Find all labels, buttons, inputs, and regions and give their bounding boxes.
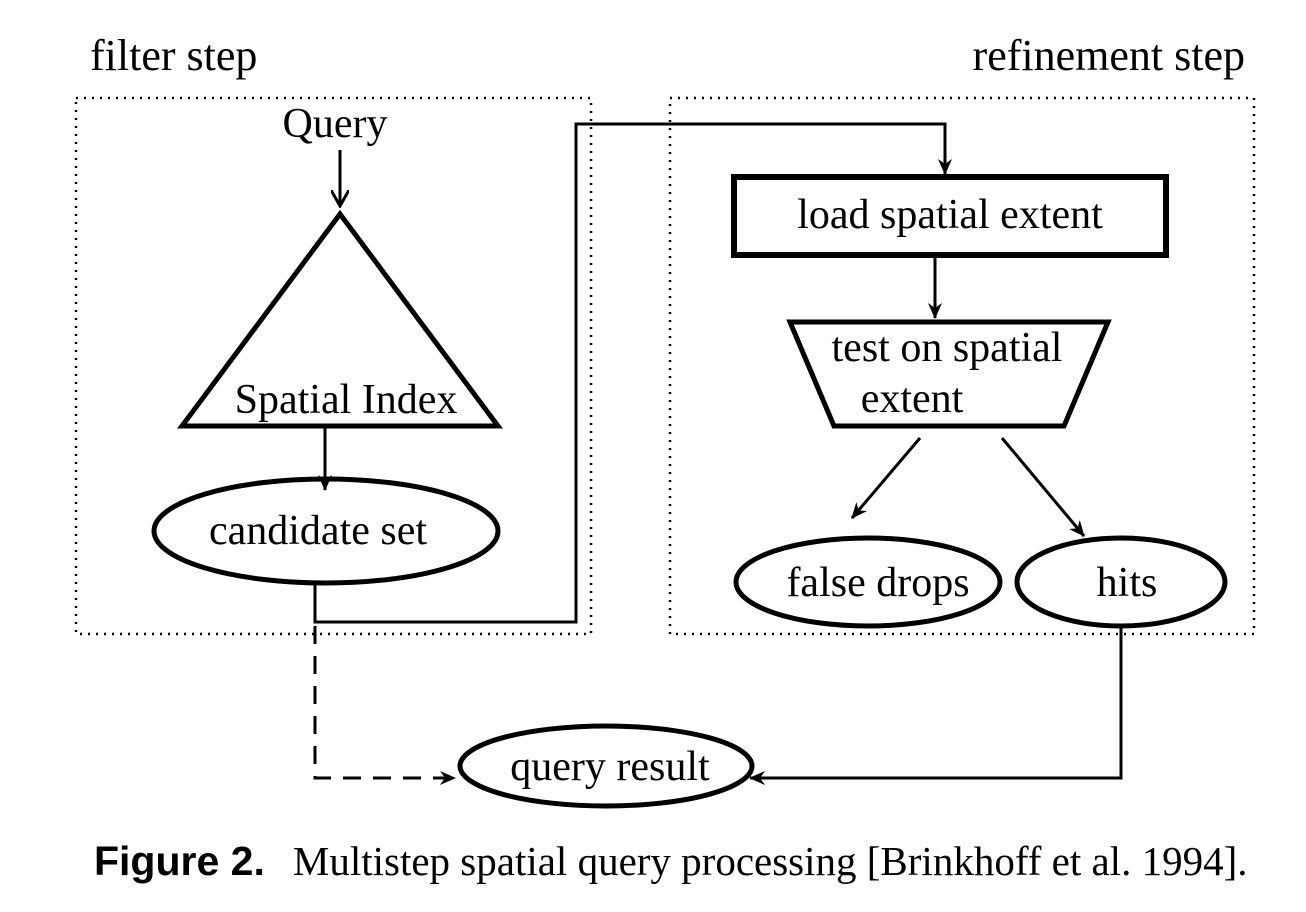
refinement-step-title: refinement step (973, 31, 1245, 80)
filter-step-box (74, 96, 593, 636)
spatial-index-triangle (177, 209, 503, 429)
flow-diagram: filter step refinement step Query Spatia… (74, 31, 1256, 809)
query-result-label: query result (510, 744, 710, 790)
query-label: Query (283, 101, 388, 147)
candidate-to-result-dashed-arrow (313, 626, 456, 785)
candidate-set-ellipse (151, 476, 501, 586)
figure-caption-label: Figure 2. (94, 838, 265, 884)
false-drops-ellipse (733, 535, 1003, 629)
candidate-to-load-connector (313, 122, 952, 624)
test-spatial-extent-line2: extent (861, 376, 964, 422)
figure-caption-text: Multistep spatial query processing [Brin… (292, 838, 1248, 884)
hits-label: hits (1097, 560, 1158, 606)
query-result-ellipse (457, 723, 755, 809)
test-spatial-extent-line1: test on spatial (832, 325, 1063, 371)
test-to-false-drops-arrow (850, 437, 922, 519)
test-to-hits-arrow (1000, 437, 1086, 537)
false-drops-label: false drops (786, 560, 969, 606)
load-spatial-extent-label: load spatial extent (797, 192, 1103, 238)
figure-caption: Figure 2. Multistep spatial query process… (94, 826, 1294, 896)
spatial-index-label: Spatial Index (235, 377, 458, 423)
filter-step-title: filter step (90, 31, 257, 80)
candidate-set-label: candidate set (209, 508, 427, 554)
hits-to-result-arrow (749, 626, 1123, 785)
test-spatial-extent-trapezoid (786, 319, 1112, 429)
load-spatial-extent-box (731, 174, 1169, 258)
